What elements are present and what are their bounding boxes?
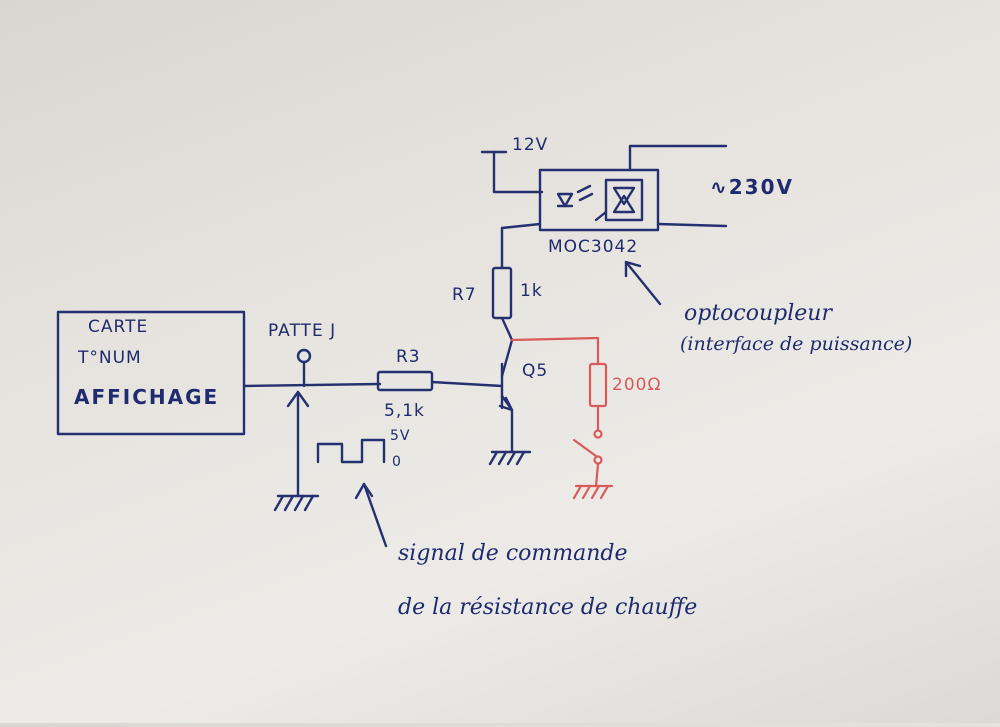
display-board: CARTE T°NUM AFFICHAGE <box>56 310 246 436</box>
red-resistor-label: 200Ω <box>612 375 661 395</box>
board-label-line2: T°NUM <box>77 348 142 368</box>
q5-ground-hatch <box>488 450 526 466</box>
triac-icon <box>612 186 636 214</box>
mains-line-top <box>628 144 728 172</box>
r7-value: 1k <box>520 281 543 301</box>
opto-arrow-line <box>624 260 662 306</box>
red-load-branch: 200Ω <box>510 336 661 500</box>
signal-annotation: signal de commande de la résistance de c… <box>354 482 697 620</box>
board-label-line1: CARTE <box>88 317 148 337</box>
switch-contact-top <box>593 429 603 439</box>
wire-r3-to-base <box>430 380 504 388</box>
r3-body <box>376 370 434 392</box>
q5-label: Q5 <box>522 361 548 381</box>
r3-label: R3 <box>396 347 421 367</box>
wire-board-to-r3 <box>242 382 382 388</box>
opto-input-wire <box>500 222 542 230</box>
red-wire-top <box>510 336 600 366</box>
optocoupler-body <box>538 168 660 232</box>
switch-contact-bottom <box>593 455 603 465</box>
opto-note-line2: (interface de puissance) <box>680 333 912 355</box>
red-resistor-body <box>588 362 608 408</box>
r7-label: R7 <box>452 285 477 305</box>
resistor-r7: R7 1k <box>452 226 543 342</box>
supply-label: 12V <box>512 135 548 155</box>
board-label-line3: AFFICHAGE <box>74 385 219 409</box>
optocoupler-annotation: optocoupleur (interface de puissance) <box>624 260 912 355</box>
opto-note-line1: optocoupleur <box>684 301 833 326</box>
mains-line-bottom <box>656 222 728 228</box>
optocoupler-ref: MOC3042 <box>548 237 638 257</box>
probe-arrowhead <box>286 390 310 408</box>
pin-j: PATTE J <box>268 321 336 388</box>
r7-bottom-lead <box>500 316 514 342</box>
pin-test-point <box>296 348 312 364</box>
supply-12v: 12V <box>480 135 548 194</box>
signal-note-line1: signal de commande <box>398 541 628 566</box>
light-emission-icon <box>576 184 594 202</box>
mains-label: ∿230V <box>710 175 794 199</box>
pulse-low-label: 0 <box>392 454 402 470</box>
signal-note-line2: de la résistance de chauffe <box>398 595 697 620</box>
pin-label: PATTE J <box>268 321 336 341</box>
supply-wire <box>492 150 544 194</box>
q5-collector <box>500 338 514 378</box>
pulse-shape <box>316 438 386 464</box>
switch-lever <box>572 438 598 458</box>
opto-arrowhead <box>624 260 642 278</box>
red-ground-lead <box>594 462 600 488</box>
r3-value: 5,1k <box>384 401 425 421</box>
pulse-waveform: 5V 0 <box>316 428 410 470</box>
optocoupler: MOC3042 ∿230V <box>500 144 794 257</box>
probe-ground <box>273 390 320 512</box>
led-icon <box>556 192 574 208</box>
signal-arrow-line <box>362 482 388 548</box>
display-board-box <box>56 310 246 436</box>
probe-ground-hatch <box>273 494 315 512</box>
r7-body <box>491 266 513 320</box>
q5-emitter-arrow <box>498 396 514 412</box>
signal-arrowhead <box>354 482 374 500</box>
pulse-high-label: 5V <box>390 428 410 444</box>
resistor-r3: R3 5,1k <box>376 347 434 421</box>
transistor-q5: Q5 <box>488 338 548 466</box>
triac-box <box>604 178 644 222</box>
red-ground-hatch <box>572 484 610 500</box>
triac-gate <box>594 210 608 222</box>
